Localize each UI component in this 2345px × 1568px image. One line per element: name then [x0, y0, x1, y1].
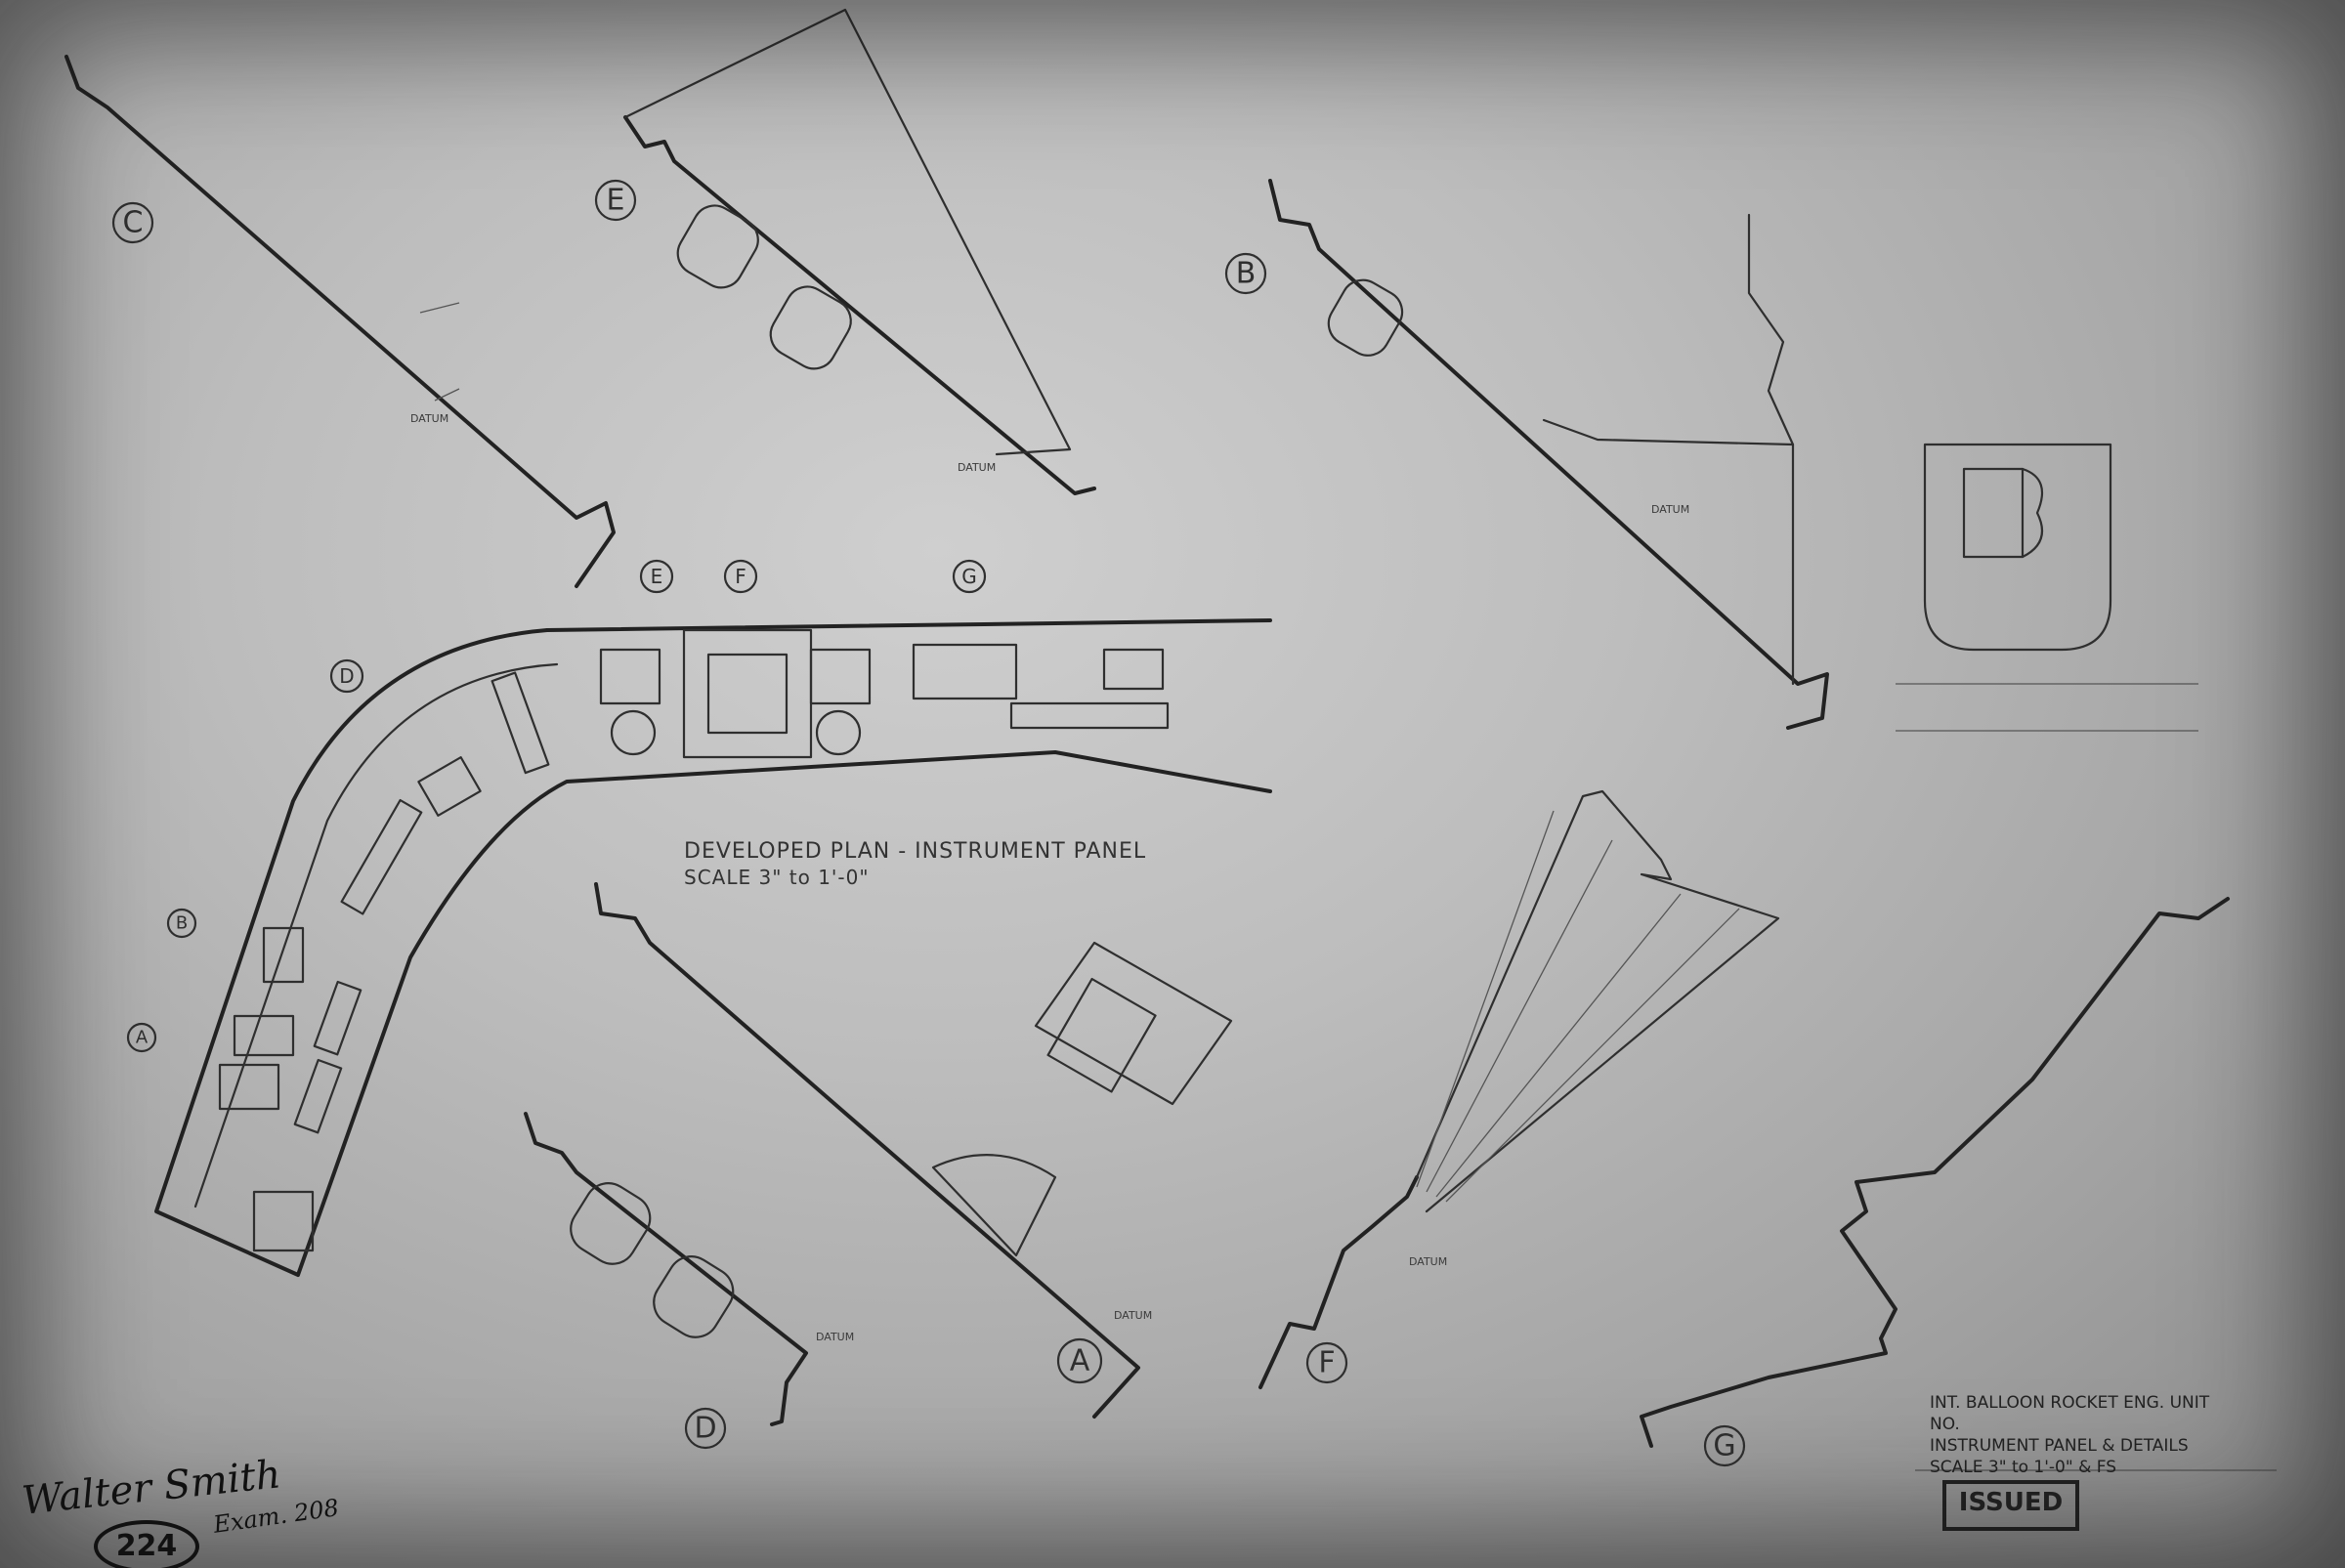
- bubble-c: [111, 201, 154, 244]
- bubble-a-plan: [126, 1022, 157, 1053]
- developed-plan-instrument-panel: E F G D B A DEVELOPED PLAN - INSTRUMENT …: [126, 559, 1272, 1277]
- bubble-a-plan-label: A: [136, 1028, 149, 1048]
- bubble-g-label: G: [1713, 1429, 1735, 1463]
- bubble-e-plan-label: E: [651, 565, 663, 588]
- sheet-number-circle: 224: [94, 1520, 199, 1568]
- issued-stamp: ISSUED: [1942, 1480, 2079, 1531]
- bubble-e-top: [594, 179, 637, 222]
- bubble-f-label: F: [1318, 1346, 1335, 1380]
- section-c-detail: C DATUM: [64, 55, 616, 588]
- bubble-b-plan: [166, 908, 197, 939]
- bubble-g-plan-label: G: [961, 565, 977, 588]
- bubble-g: [1703, 1424, 1746, 1467]
- section-b-detail: B DATUM: [1224, 179, 1829, 730]
- bubble-a-label: A: [1070, 1344, 1090, 1378]
- bubble-d: [684, 1407, 727, 1450]
- bubble-e-top-label: E: [607, 184, 625, 218]
- datum-note-e: DATUM: [958, 461, 996, 474]
- section-g-detail: G: [1640, 897, 2230, 1467]
- bubble-f: [1305, 1341, 1348, 1384]
- bubble-d-label: D: [694, 1412, 716, 1446]
- datum-note-d: DATUM: [816, 1331, 854, 1343]
- bubble-d-plan-label: D: [339, 664, 354, 688]
- bubble-b-plan-label: B: [176, 913, 188, 934]
- bubble-b-top: [1224, 252, 1267, 295]
- section-e-detail: E DATUM: [594, 8, 1096, 495]
- bubble-c-label: C: [123, 206, 144, 240]
- main-scale: SCALE 3" to 1'-0": [684, 866, 870, 889]
- knob-detail: [1896, 443, 2198, 732]
- main-title: DEVELOPED PLAN - INSTRUMENT PANEL: [684, 839, 1146, 864]
- section-a-detail: A DATUM: [594, 882, 1233, 1419]
- bubble-b-top-label: B: [1236, 257, 1257, 291]
- bubble-g-plan: [952, 559, 987, 594]
- title-scale: SCALE 3" to 1'-0" & FS: [1930, 1458, 2117, 1477]
- section-f-detail: F DATUM: [1258, 789, 1780, 1389]
- datum-note-a: DATUM: [1114, 1309, 1152, 1322]
- section-d-detail: D DATUM: [524, 1112, 854, 1450]
- datum-note-f: DATUM: [1409, 1255, 1447, 1268]
- datum-note-c: DATUM: [410, 412, 448, 425]
- datum-note-b: DATUM: [1651, 503, 1689, 516]
- title-block: INT. BALLOON ROCKET ENG. UNIT NO. INSTRU…: [1930, 1392, 2242, 1478]
- bubble-d-plan: [329, 658, 364, 694]
- bubble-a: [1056, 1337, 1103, 1384]
- title-line-1: INT. BALLOON ROCKET ENG. UNIT NO.: [1930, 1393, 2210, 1434]
- title-line-2: INSTRUMENT PANEL & DETAILS: [1930, 1436, 2189, 1456]
- bubble-f-plan-label: F: [735, 565, 746, 588]
- bubble-e-plan: [639, 559, 674, 594]
- bubble-f-plan: [723, 559, 758, 594]
